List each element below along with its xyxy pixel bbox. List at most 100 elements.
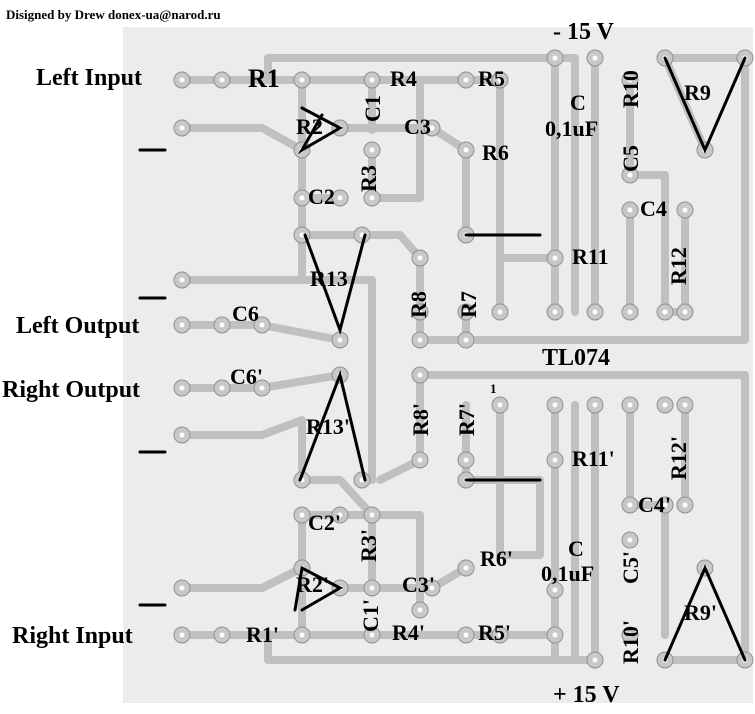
part-r10: R10: [618, 70, 643, 108]
pad-hole: [627, 309, 633, 315]
part-r8: R8: [406, 291, 431, 318]
part-r1p: R1': [246, 622, 279, 647]
pad-hole: [429, 585, 435, 591]
pad-hole: [417, 255, 423, 261]
part-c2: C2: [308, 184, 335, 209]
part-r6p: R6': [480, 546, 513, 571]
pad-hole: [337, 337, 343, 343]
supply-negative-label: - 15 V: [553, 19, 614, 45]
ic-label: TL074: [542, 345, 611, 371]
trace-ic-frame-bottom: [416, 371, 749, 664]
part-c5p: C5': [618, 551, 643, 584]
pad-hole: [682, 309, 688, 315]
pad-hole: [417, 457, 423, 463]
part-c4: C4: [640, 196, 667, 221]
pad-hole: [627, 402, 633, 408]
pad-hole: [417, 372, 423, 378]
part-c3p: C3': [402, 572, 435, 597]
part-r13p: R13': [306, 414, 350, 439]
part-r13: R13: [310, 266, 348, 291]
trace-r13-top: [298, 231, 424, 316]
pad-hole: [219, 632, 225, 638]
part-r10p: R10': [618, 620, 643, 664]
trace-bottom-frame: [264, 401, 579, 664]
pad-hole: [662, 309, 668, 315]
pad-hole: [219, 77, 225, 83]
part-c-bot-value: 0,1uF: [541, 561, 595, 586]
trace-r3p: [298, 476, 376, 592]
part-r7p: R7': [454, 403, 479, 436]
pad-hole: [627, 632, 633, 638]
pad-hole: [463, 565, 469, 571]
pad-hole: [497, 77, 503, 83]
pad-hole: [497, 632, 503, 638]
pad-hole: [179, 385, 185, 391]
part-c5: C5: [618, 145, 643, 172]
part-r6: R6: [482, 140, 509, 165]
pad-hole: [219, 385, 225, 391]
part-r3: R3: [356, 165, 381, 192]
pad-hole: [179, 585, 185, 591]
right-input-label: Right Input: [12, 623, 133, 649]
pad-hole: [552, 255, 558, 261]
wire-r13p: [298, 369, 367, 482]
part-r1: R1: [248, 64, 280, 93]
pad-hole: [682, 502, 688, 508]
pad-hole: [219, 322, 225, 328]
left-input-label: Left Input: [36, 65, 143, 91]
pad-hole: [337, 195, 343, 201]
part-r2: R2: [296, 114, 323, 139]
pad-hole: [179, 432, 185, 438]
part-r11p: R11': [572, 446, 615, 471]
trace-r3: [368, 76, 424, 202]
part-r11: R11: [572, 244, 609, 269]
trace-r10p-c5p: [626, 401, 669, 639]
part-c3: C3: [404, 114, 431, 139]
pad-hole: [299, 512, 305, 518]
pads: [173, 49, 754, 669]
pad-hole: [497, 402, 503, 408]
pad-hole: [463, 457, 469, 463]
pad-hole: [463, 632, 469, 638]
pad-hole: [369, 632, 375, 638]
pad-hole: [627, 207, 633, 213]
pad-hole: [627, 172, 633, 178]
wire-r9: [663, 56, 747, 154]
pad-hole: [592, 55, 598, 61]
pad-hole: [592, 309, 598, 315]
pad-hole: [299, 77, 305, 83]
part-r4: R4: [390, 66, 417, 91]
pad-hole: [369, 585, 375, 591]
pad-hole: [463, 147, 469, 153]
pad-hole: [662, 402, 668, 408]
pad-hole: [299, 632, 305, 638]
supply-positive-label: + 15 V: [553, 682, 620, 708]
pad-hole: [179, 125, 185, 131]
part-c6p: C6': [230, 364, 263, 389]
trace-right-input: [178, 566, 306, 639]
part-c-top-value: 0,1uF: [545, 116, 599, 141]
part-r9: R9: [684, 80, 711, 105]
trace-left-ground: [178, 124, 306, 154]
right-output-label: Right Output: [2, 377, 141, 403]
pad-hole: [552, 457, 558, 463]
pad-hole: [417, 309, 423, 315]
wire-r2: [297, 106, 344, 155]
part-c4p: C4': [638, 492, 671, 517]
part-c6: C6: [232, 301, 259, 326]
trace-r10-c5: [626, 76, 669, 316]
trace-right-input-ground: [178, 511, 424, 614]
part-r12p: R12': [666, 436, 691, 480]
pad-hole: [369, 195, 375, 201]
trace-right-ground-1: [178, 416, 306, 484]
pad-hole: [592, 657, 598, 663]
pad-hole: [369, 77, 375, 83]
ic-pin1-marker: 1: [490, 381, 497, 396]
trace-ic-frame-top: [416, 54, 749, 344]
wire-r9p: [663, 564, 747, 662]
left-output-label: Left Output: [16, 313, 140, 339]
part-c1p: C1': [358, 599, 383, 632]
pad-hole: [259, 322, 265, 328]
pad-hole: [369, 147, 375, 153]
